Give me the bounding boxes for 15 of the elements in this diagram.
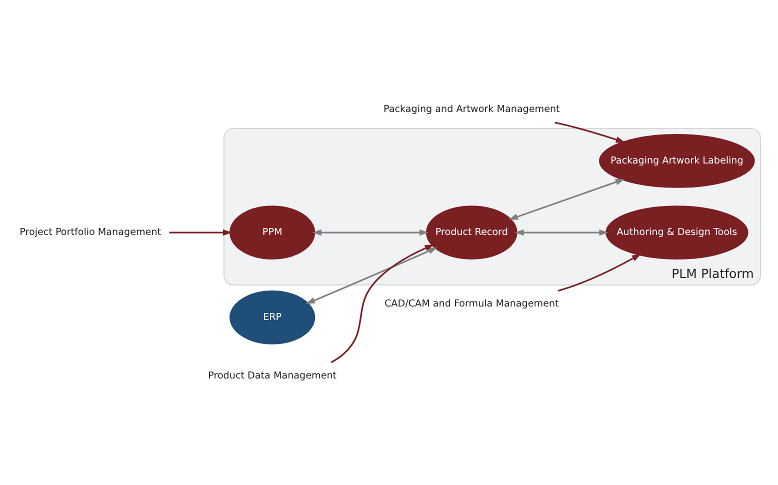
node-text: Product Data Management [208, 370, 337, 382]
node-ellipse: Packaging Artwork Labeling [599, 134, 755, 188]
arrow [508, 179, 625, 220]
arrow [306, 247, 438, 304]
node-text: CAD/CAM and Formula Management [384, 298, 559, 310]
arrow [169, 229, 232, 236]
arrow [312, 229, 429, 236]
node-ellipse: Authoring & Design Tools [606, 206, 748, 260]
arrow [554, 122, 626, 143]
node-text: Project Portfolio Management [20, 227, 162, 238]
arrow [330, 244, 434, 364]
arrow [558, 254, 642, 292]
node-ellipse: PPM [230, 206, 316, 260]
arrow [514, 229, 608, 236]
node-text: Packaging and Artwork Management [384, 104, 560, 115]
